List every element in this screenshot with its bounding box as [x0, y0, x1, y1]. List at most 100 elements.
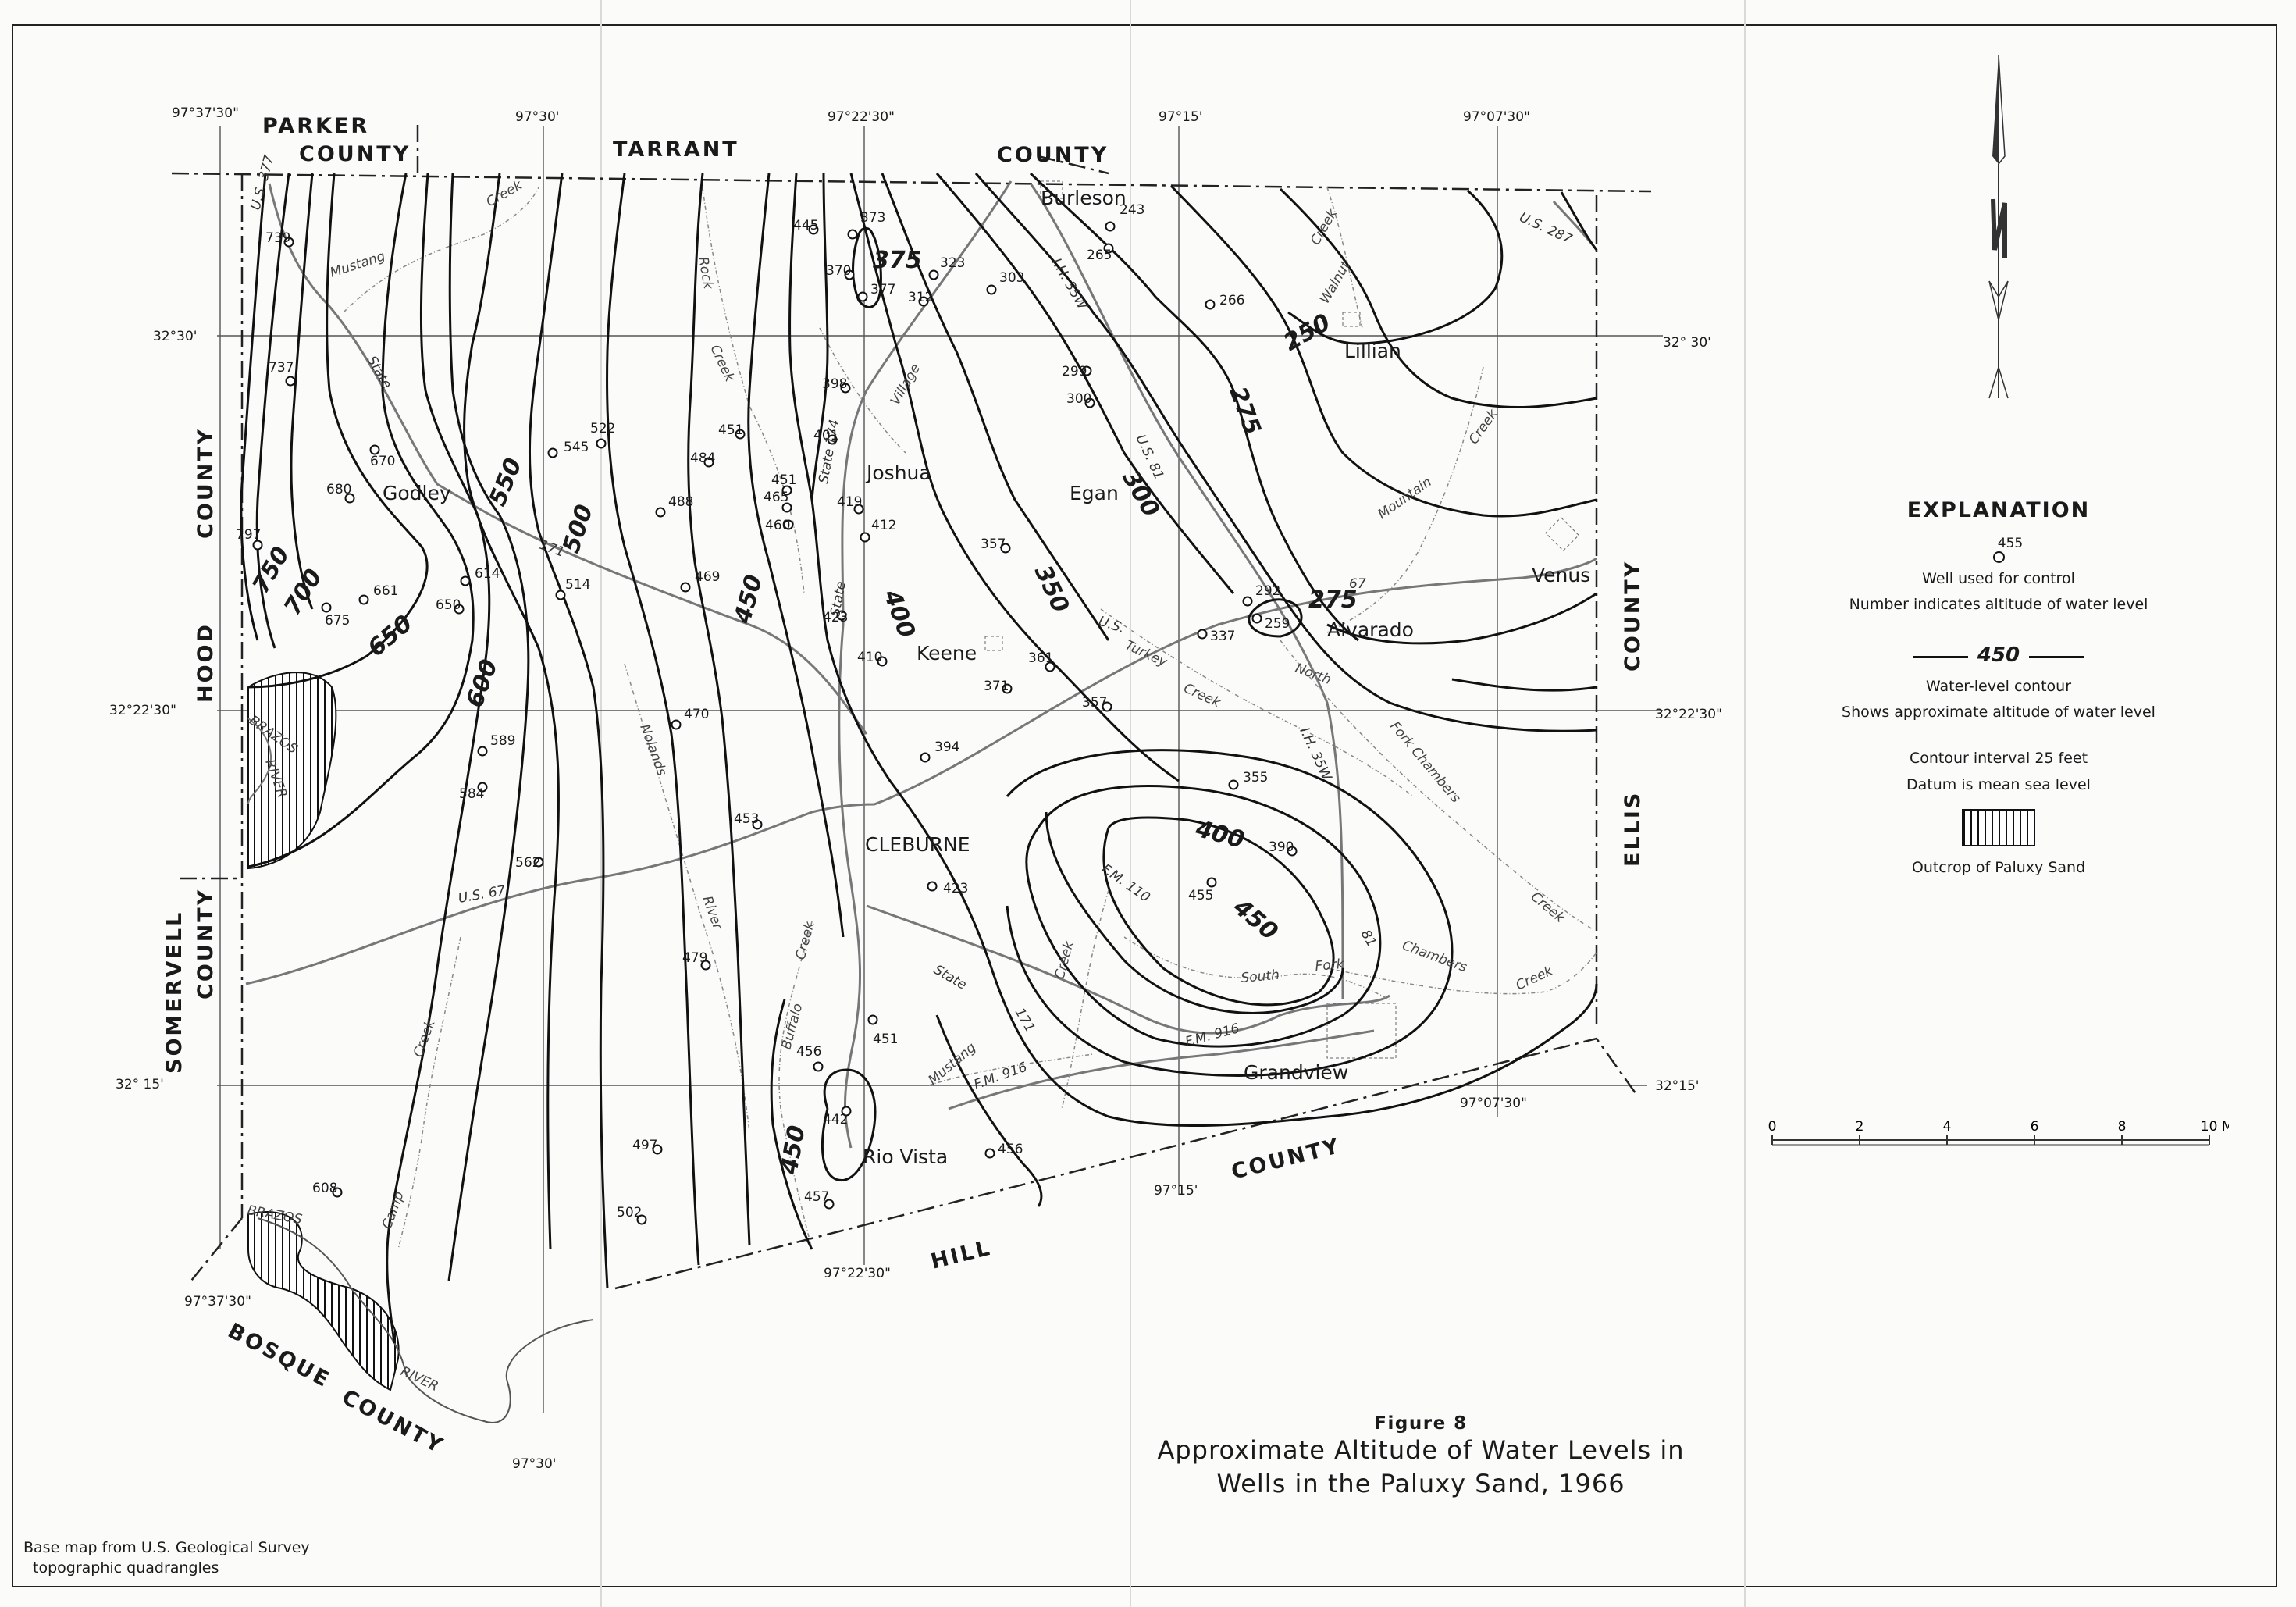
- well-value-label: 460: [765, 518, 790, 533]
- well-point: [1197, 629, 1208, 640]
- well-value-label: 423: [823, 610, 848, 625]
- well-value-label: 394: [934, 739, 959, 755]
- well-point: [1000, 543, 1011, 554]
- well-point: [1205, 299, 1216, 310]
- well-value-label: 670: [370, 454, 395, 469]
- outcrop-hatch-icon: [1962, 808, 2035, 846]
- stream-label-mustang: Mustang: [328, 248, 387, 281]
- town-label-cleburne: CLEBURNE: [865, 833, 970, 856]
- county-label-parker-county: COUNTY: [299, 142, 411, 166]
- well-value-label: 589: [490, 733, 515, 749]
- contour-line: [821, 1068, 877, 1182]
- county-label-parker: PARKER: [262, 114, 369, 138]
- road-label-us: U.S.: [1096, 614, 1127, 637]
- contour-label-450: 450: [729, 572, 768, 628]
- north-arrow: [1988, 54, 2009, 399]
- scale-tick-label: 0: [1768, 1119, 1776, 1135]
- well-point: [369, 444, 380, 455]
- well-point: [827, 434, 838, 445]
- well-value-label: 266: [1219, 293, 1244, 308]
- road-label-171-south: 171: [1012, 1006, 1038, 1035]
- contour-label-700: 700: [279, 565, 328, 621]
- contour-line: [240, 173, 267, 641]
- paluxy-outcrop-south: [247, 1211, 400, 1391]
- well-point: [1206, 877, 1217, 888]
- well-value-label: 401: [813, 428, 838, 444]
- legend-datum: Datum is mean sea level: [1906, 775, 2091, 793]
- contour-line: [1287, 189, 1504, 345]
- well-circle-icon: [1992, 551, 2005, 563]
- well-point: [853, 504, 864, 515]
- town-label-joshua: Joshua: [865, 461, 931, 484]
- well-value-label: 243: [1120, 202, 1144, 218]
- well-value-label: 488: [668, 494, 693, 510]
- base-map-credit: Base map from U.S. Geological Survey top…: [23, 1538, 310, 1578]
- well-value-label: 661: [373, 583, 398, 599]
- stream-label-nolands-river: River: [699, 894, 725, 932]
- well-value-label: 680: [326, 482, 351, 497]
- page-border: [12, 24, 2277, 1587]
- contour-line: [1029, 172, 1359, 642]
- well-value-label: 469: [695, 569, 720, 585]
- paluxy-outcrop-north: [247, 672, 337, 870]
- well-point: [984, 1148, 995, 1159]
- contour-line: [788, 173, 993, 969]
- contour-line: [1326, 592, 1597, 645]
- town-label-alvarado: Alvarado: [1327, 618, 1414, 641]
- well-value-label: 457: [804, 1189, 829, 1205]
- well-point: [252, 540, 263, 551]
- well-point: [752, 819, 763, 830]
- well-value-label: 614: [475, 566, 500, 582]
- coord-lon-top-1: 97°37'30": [172, 105, 239, 121]
- coord-lon-top-3: 97°22'30": [828, 109, 895, 125]
- well-value-label: 522: [590, 421, 615, 436]
- well-value-label: 398: [822, 376, 847, 392]
- well-value-label: 797: [236, 527, 261, 543]
- road-label-ih35w: I.H. 35W: [1048, 256, 1091, 314]
- contour-label-400: 400: [1192, 815, 1248, 854]
- well-value-label: 502: [617, 1205, 642, 1220]
- stream-label-mountain: Mountain: [1375, 474, 1434, 522]
- scale-tick-label: 6: [2031, 1119, 2039, 1135]
- stream-label-rock: Rock: [695, 255, 716, 290]
- contour-line: [447, 173, 530, 1281]
- well-point: [680, 582, 691, 593]
- well-point: [321, 602, 332, 613]
- well-point: [860, 532, 870, 543]
- stream-label-fork: Fork: [1315, 957, 1346, 975]
- legend-well-sample: 455: [1796, 536, 2202, 551]
- water-level-contours: [240, 172, 1598, 1344]
- legend-contour-desc: Shows approximate altitude of water leve…: [1842, 704, 2155, 722]
- well-point: [652, 1144, 663, 1155]
- county-label-somervell-county: COUNTY: [194, 888, 218, 999]
- well-value-label: 323: [940, 255, 965, 271]
- well-point: [1081, 365, 1092, 376]
- county-label-hill: HILL: [928, 1236, 994, 1274]
- well-value-label: 312: [908, 290, 933, 305]
- well-point: [358, 594, 369, 605]
- coord-lon-top-5: 97°07'30": [1463, 109, 1530, 125]
- stream-label-camp: Camp: [379, 1189, 408, 1231]
- county-boundaries: [171, 125, 1652, 1290]
- stream-label-turkey-creek: Creek: [1181, 680, 1223, 711]
- coord-lon-bottom-3: 97°22'30": [824, 1266, 891, 1281]
- road-label-81: 81: [1358, 928, 1379, 950]
- well-point: [841, 1106, 852, 1117]
- town-label-rio-vista: Rio Vista: [863, 1146, 948, 1168]
- well-point: [920, 752, 931, 763]
- well-value-label: 410: [857, 650, 882, 665]
- well-value-label: 377: [870, 282, 895, 298]
- county-label-hood: HOOD: [194, 622, 218, 703]
- town-label-lillian: Lillian: [1344, 340, 1401, 362]
- well-point: [844, 269, 855, 280]
- stream-label-walnut-creek: Creek: [1308, 206, 1341, 248]
- streams: [343, 187, 1597, 1250]
- well-point: [813, 1061, 824, 1072]
- well-point: [555, 590, 566, 600]
- coord-lon-top-2: 97°30': [515, 109, 559, 125]
- well-point: [986, 284, 997, 295]
- well-value-label: 299: [1062, 364, 1087, 379]
- well-point: [783, 519, 794, 530]
